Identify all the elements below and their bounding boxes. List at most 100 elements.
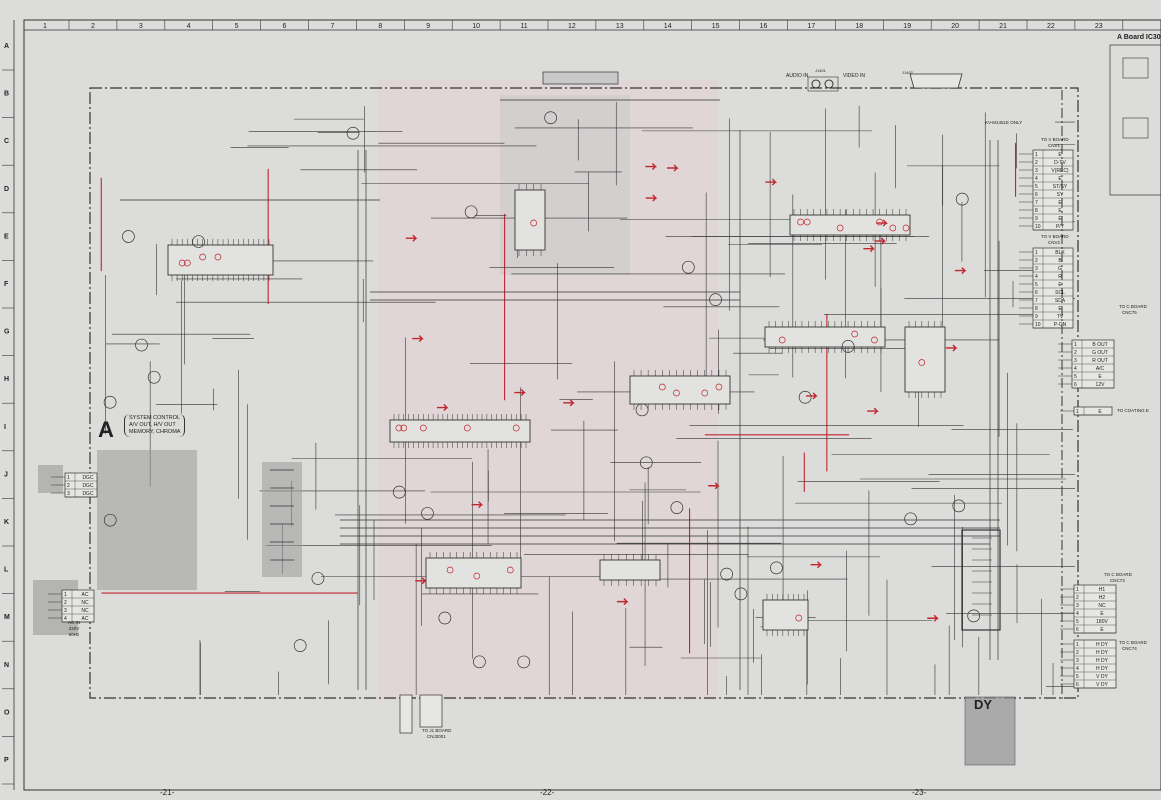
test-point-marker — [178, 259, 186, 267]
cnc73-title: TO C BOARD — [1104, 572, 1132, 577]
transistor — [952, 499, 966, 513]
test-point-marker — [658, 383, 666, 391]
pin-number: 3 — [1074, 358, 1077, 364]
pin-label: NC — [81, 608, 89, 614]
pin-label: D-TV — [1054, 160, 1066, 166]
pin-label: AC — [82, 592, 89, 598]
row-letter: H — [4, 376, 9, 383]
transistor — [544, 111, 558, 125]
test-point-marker — [715, 383, 723, 391]
ic-memory — [629, 375, 731, 405]
row-letter: C — [4, 138, 9, 145]
test-point-marker — [871, 336, 878, 344]
signal-arrow — [563, 399, 575, 407]
pin-label: B OUT — [1092, 342, 1107, 348]
ac-in-line: AC IN — [68, 620, 81, 625]
signal-arrow — [645, 163, 658, 171]
test-point-marker — [876, 218, 883, 226]
jack-ref: J1401 — [815, 68, 826, 73]
pin-label: SY — [1057, 192, 1064, 198]
ac-in-line: 50Hz — [68, 632, 80, 637]
test-point-marker — [473, 572, 481, 580]
column-number: 10 — [472, 23, 480, 30]
signal-arrow — [405, 234, 418, 242]
board-label: A — [98, 417, 114, 442]
column-number: 4 — [187, 23, 191, 30]
transistor — [438, 611, 452, 625]
pin-label: E — [1058, 176, 1062, 182]
pin-number: 3 — [1076, 658, 1079, 664]
pin-number: 3 — [1076, 603, 1079, 609]
test-point-marker — [214, 253, 222, 261]
pin-number: 9 — [1035, 216, 1038, 222]
clamp-block — [1122, 117, 1149, 139]
column-number: 16 — [760, 23, 768, 30]
transistor — [639, 456, 653, 470]
pin-label: E — [1058, 282, 1062, 288]
pin-label: E — [1098, 409, 1102, 415]
transistor — [293, 639, 307, 652]
row-letter: M — [4, 614, 10, 621]
test-point-marker — [463, 424, 471, 432]
pin-number: 2 — [1076, 650, 1079, 656]
pin-number: 5 — [1035, 282, 1038, 288]
scart-connector — [909, 73, 963, 89]
pin-number: 2 — [1074, 350, 1077, 356]
column-number: 15 — [712, 23, 720, 30]
row-letter: N — [4, 662, 9, 669]
transistor — [670, 501, 684, 515]
j1-name: CNJ2001 — [427, 734, 446, 739]
test-point-marker — [673, 389, 680, 397]
test-point-marker — [889, 224, 897, 232]
pin-label: R OUT — [1092, 358, 1108, 364]
pin-number: 6 — [1035, 290, 1038, 296]
signal-arrow — [867, 407, 879, 415]
pin-label: A/C — [1096, 366, 1105, 372]
pin-number: 3 — [1035, 168, 1038, 174]
page-number: -22- — [540, 788, 555, 797]
transistor — [147, 370, 161, 384]
signal-arrow — [514, 389, 526, 397]
ic-regulator — [904, 326, 946, 393]
pin-number: 6 — [1076, 682, 1079, 688]
row-letter: A — [4, 43, 9, 50]
ic-ic-audio — [425, 557, 522, 589]
pin-number: 4 — [1074, 366, 1077, 372]
signal-arrow — [645, 194, 658, 202]
test-point-marker — [395, 424, 403, 432]
row-letter: J — [4, 471, 8, 478]
cnc75-name: CNC75 — [1122, 310, 1137, 315]
pin-label: NC — [1098, 603, 1106, 609]
description-line: A/V OUT, H/V OUT — [129, 422, 176, 428]
transistor — [955, 192, 969, 206]
ic-system-control — [167, 244, 274, 276]
pin-number: 1 — [1074, 342, 1077, 348]
pin-number: 6 — [1076, 627, 1079, 633]
column-number: 2 — [91, 23, 95, 30]
column-number: 6 — [283, 23, 287, 30]
signal-arrow — [810, 561, 823, 569]
test-point-marker — [530, 219, 538, 227]
transistor — [967, 609, 981, 623]
audio-jack — [811, 79, 821, 89]
connector-degauss — [64, 472, 98, 498]
connector-j1 — [419, 694, 443, 728]
pin-label: DGC — [82, 491, 94, 497]
pin-label: AC — [82, 616, 89, 622]
pin-label: 12V — [1096, 382, 1106, 388]
signal-arrow — [806, 392, 818, 400]
scart-ref: J1402 — [902, 70, 913, 75]
pin-number: 2 — [1035, 258, 1038, 264]
pin-label: H1 — [1099, 587, 1106, 593]
transistor — [122, 230, 135, 243]
pin-number: 4 — [1076, 666, 1079, 672]
transistor — [517, 655, 531, 669]
ic-small — [599, 559, 661, 581]
pin-number: 1 — [1076, 409, 1079, 415]
pin-number: 8 — [1035, 208, 1038, 214]
jack-housing — [807, 76, 839, 92]
column-number: 5 — [235, 23, 239, 30]
pin-number: 10 — [1035, 224, 1041, 230]
